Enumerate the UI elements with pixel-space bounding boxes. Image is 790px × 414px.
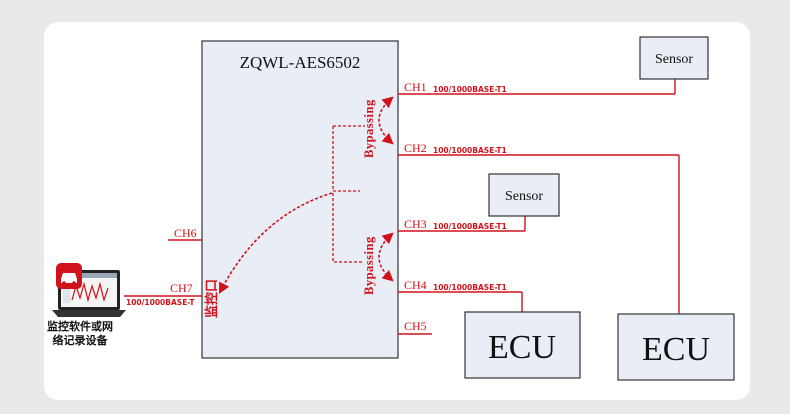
bypass-bracket-upper (332, 126, 360, 192)
ch7-label: CH7 (170, 281, 193, 295)
sensor-mid-label: Sensor (505, 189, 543, 204)
ecu-right-box (617, 313, 735, 381)
bypass-arc-upper (378, 96, 394, 145)
laptop-caption-line2: 络记录设备 (52, 334, 108, 347)
sensor-top-box (639, 36, 709, 80)
laptop-caption: 监控软件或网 络记录设备 (44, 320, 116, 348)
ch2-speed: 100/1000BASE-T1 (433, 146, 507, 155)
bypass-arc-lower (378, 232, 394, 282)
device-title: ZQWL-AES6502 (240, 53, 361, 72)
monitor-port-label: 监控口 (204, 279, 220, 318)
sensor-mid-box (488, 173, 560, 217)
ch7-speed: 100/1000BASE-T (126, 298, 195, 307)
ecu-right-label: ECU (642, 331, 710, 368)
bypass-label-lower: Bypassing (362, 236, 376, 295)
ecu-left-box (464, 311, 581, 379)
laptop-caption-line1: 监控软件或网 (47, 320, 113, 333)
ch4-speed: 100/1000BASE-T1 (433, 283, 507, 292)
bypass-bracket-lower (332, 193, 362, 263)
ch1-label: CH1 (404, 80, 427, 94)
ch2-label: CH2 (404, 141, 427, 155)
ch3-label: CH3 (404, 217, 427, 231)
sensor-top-label: Sensor (655, 52, 693, 67)
ch4-label: CH4 (404, 278, 427, 292)
monitor-arrow (218, 192, 333, 294)
device-box (201, 40, 399, 359)
ch3-speed: 100/1000BASE-T1 (433, 222, 507, 231)
ecu-left-label: ECU (488, 329, 556, 366)
bypass-label-upper: Bypassing (362, 99, 376, 158)
ch6-label: CH6 (174, 226, 197, 240)
ch5-label: CH5 (404, 319, 427, 333)
ch1-speed: 100/1000BASE-T1 (433, 85, 507, 94)
laptop-icon (52, 263, 126, 317)
